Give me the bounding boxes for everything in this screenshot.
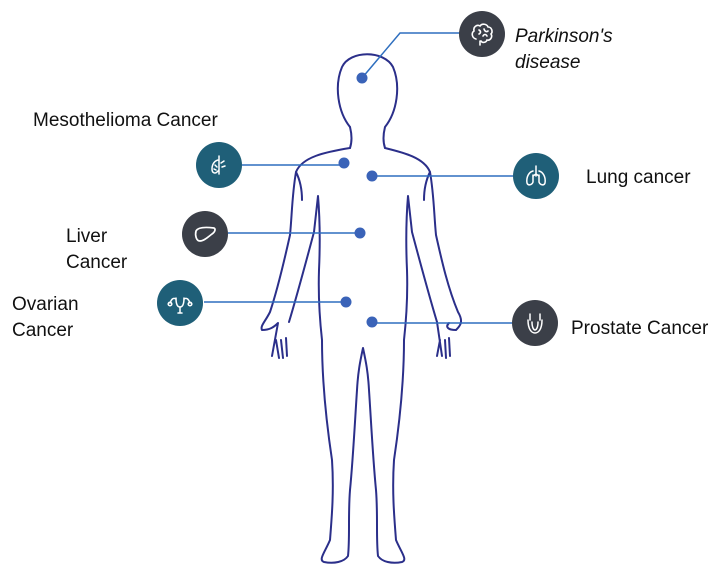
body-outline-neck [350, 127, 352, 148]
body-outline-left-arm-inner [296, 172, 302, 200]
label-ovarian-line2: Cancer [12, 318, 79, 344]
label-parkinsons-line1: Parkinson's [515, 24, 613, 50]
label-parkinsons: Parkinson's disease [515, 24, 613, 76]
label-lung: Lung cancer [586, 165, 691, 191]
marker-brain [357, 73, 368, 84]
pleura-icon [196, 142, 242, 188]
body-outline [262, 148, 462, 563]
marker-mesothelioma [339, 158, 350, 169]
marker-liver [355, 228, 366, 239]
label-prostate: Prostate Cancer [571, 316, 708, 342]
label-mesothelioma: Mesothelioma Cancer [33, 108, 218, 134]
body-outline-head [338, 54, 397, 148]
label-ovarian: Ovarian Cancer [12, 292, 79, 344]
label-liver: Liver Cancer [66, 224, 127, 276]
label-liver-line2: Cancer [66, 250, 127, 276]
uterus-icon [157, 280, 203, 326]
marker-ovary [341, 297, 352, 308]
marker-prostate [367, 317, 378, 328]
label-liver-line1: Liver [66, 224, 127, 250]
prostate-icon [512, 300, 558, 346]
label-parkinsons-line2: disease [515, 50, 613, 76]
brain-icon [459, 11, 505, 57]
liver-icon [182, 211, 228, 257]
marker-lung [367, 171, 378, 182]
label-ovarian-line1: Ovarian [12, 292, 79, 318]
lungs-icon [513, 153, 559, 199]
